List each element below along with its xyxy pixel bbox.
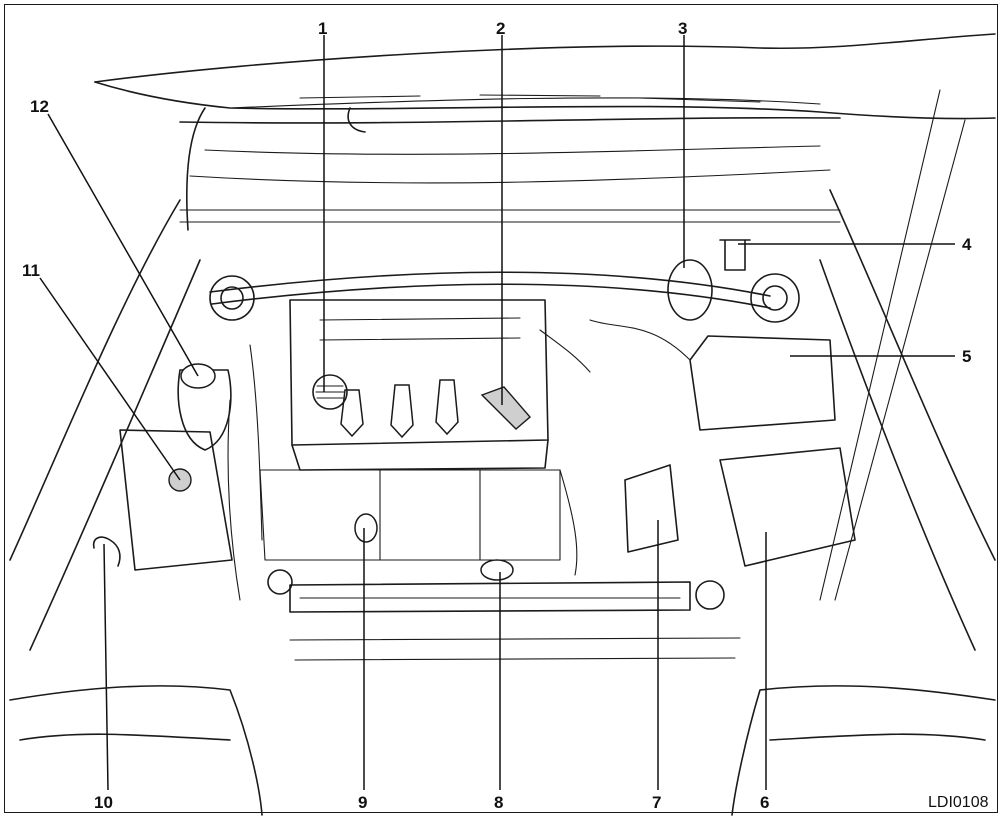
callout-7: 7 <box>652 793 662 812</box>
figure-frame <box>4 4 998 813</box>
callout-8: 8 <box>494 793 504 812</box>
battery <box>719 447 856 567</box>
callout-3: 3 <box>678 19 688 38</box>
washer-fluid-filler <box>92 536 121 567</box>
callout-12: 12 <box>30 97 49 116</box>
radiator-cap <box>719 239 751 271</box>
callout-2: 2 <box>496 19 506 38</box>
oil-filler-cap <box>312 374 348 410</box>
coolant-reservoir <box>119 429 233 571</box>
callout-10: 10 <box>94 793 113 812</box>
fenders <box>9 89 996 816</box>
callout-1: 1 <box>318 19 328 38</box>
leader-lines <box>39 35 955 791</box>
power-steering-cap <box>354 513 378 543</box>
strut-tower-brace <box>179 209 841 323</box>
hood <box>94 33 996 231</box>
dipstick-handle <box>480 386 531 430</box>
callout-5: 5 <box>962 347 972 366</box>
fuse-box <box>624 464 679 553</box>
callout-6: 6 <box>760 793 770 812</box>
callout-9: 9 <box>358 793 368 812</box>
air-cleaner <box>689 335 836 431</box>
hoses <box>227 319 691 601</box>
figure-id: LDI0108 <box>928 794 989 811</box>
callout-11: 11 <box>22 261 40 280</box>
radiator-filler <box>480 559 514 581</box>
radiator-support <box>267 569 741 661</box>
callout-4: 4 <box>962 235 972 254</box>
fluid-reservoirs <box>177 259 713 451</box>
engine <box>259 299 561 561</box>
